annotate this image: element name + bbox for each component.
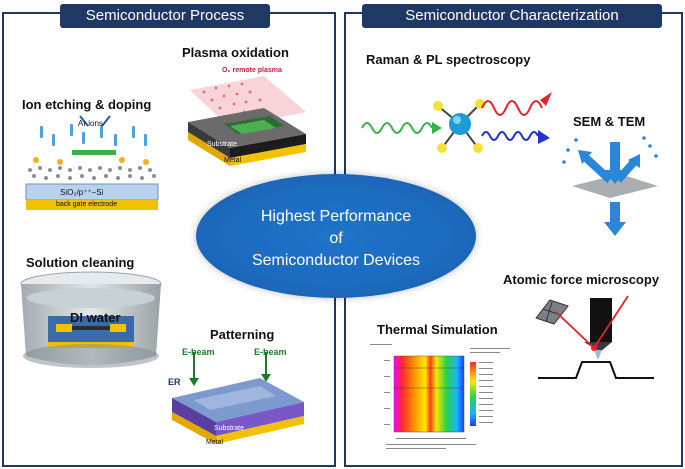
sem-tem-illustration — [562, 136, 658, 236]
patterning-illustration — [172, 352, 304, 444]
central-goal-ellipse: Highest Performance of Semiconductor Dev… — [196, 174, 476, 298]
patterning-metal-label: Metal — [206, 439, 224, 446]
characterization-panel-title: Semiconductor Characterization — [362, 4, 662, 28]
plasma-oxidation-label: Plasma oxidation — [182, 45, 289, 60]
ar-ions-label: Ar ions — [78, 119, 103, 128]
ion-etching-illustration — [25, 115, 159, 210]
plasma-oxidation-illustration — [188, 76, 306, 166]
thermal-simulation-label: Thermal Simulation — [377, 322, 498, 337]
thermal-simulation-plot — [366, 340, 526, 460]
raman-pl-label: Raman & PL spectroscopy — [366, 52, 531, 67]
patterning-substrate-label: Substrate — [214, 425, 244, 432]
oxide-label: SiO₂/p⁺⁺−Si — [60, 188, 104, 197]
sem-tem-label: SEM & TEM — [573, 114, 646, 129]
patterning-label: Patterning — [210, 327, 275, 342]
plasma-substrate-label: Substrate — [207, 141, 237, 148]
ebeam-label-2: E-beam — [254, 347, 287, 357]
afm-label: Atomic force microscopy — [503, 272, 660, 287]
solution-cleaning-label: Solution cleaning — [26, 255, 135, 270]
back-gate-label: back gate electrode — [56, 201, 118, 208]
raman-pl-illustration — [361, 92, 552, 153]
afm-illustration — [535, 295, 654, 379]
central-line-2: of — [329, 230, 343, 247]
ebeam-label-1: E-beam — [182, 347, 215, 357]
di-water-label: DI water — [70, 310, 121, 325]
plasma-metal-label: Metal — [224, 157, 242, 164]
central-line-3: Semiconductor Devices — [251, 252, 421, 269]
process-panel-title: Semiconductor Process — [60, 4, 270, 28]
resist-label: ER — [168, 377, 181, 387]
central-line-1: Highest Performance — [260, 208, 412, 225]
solution-cleaning-illustration — [20, 271, 162, 368]
ion-etching-label: Ion etching & doping — [22, 97, 152, 112]
plasma-gas-label: O₂ remote plasma — [222, 67, 282, 74]
